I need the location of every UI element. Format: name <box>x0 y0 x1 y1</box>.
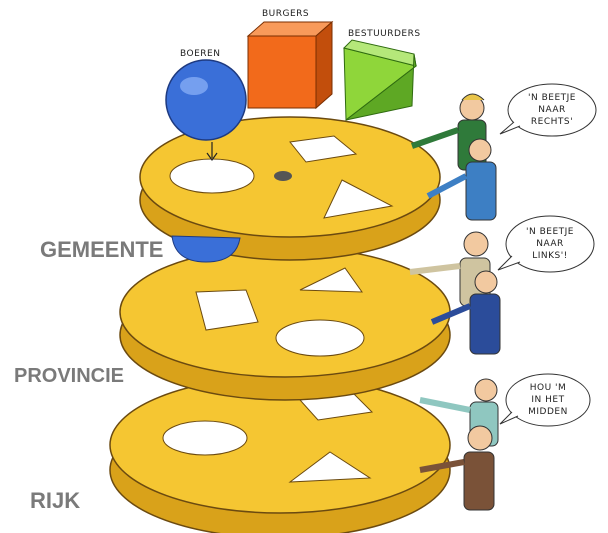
svg-text:NAAR: NAAR <box>536 239 564 249</box>
speech-middle-line2: NAAR <box>536 239 564 249</box>
ball-label: BOEREN <box>180 49 220 59</box>
bottom-round-hole <box>162 420 248 456</box>
person-bottom-2 <box>419 425 495 511</box>
svg-text:LINKS'!: LINKS'! <box>532 251 568 261</box>
disc-middle <box>119 246 451 401</box>
speech-bubble-bottom: HOU 'M IN HET MIDDEN <box>499 373 591 427</box>
top-square-hole <box>289 135 358 163</box>
person-top-2 <box>426 138 497 221</box>
speech-top-line2: NAAR <box>538 105 566 115</box>
svg-text:HOU 'M: HOU 'M <box>530 383 567 393</box>
svg-text:IN HET: IN HET <box>531 395 564 405</box>
person-middle-2 <box>430 270 501 355</box>
cube-label: BURGERS <box>262 9 309 19</box>
disc-bottom <box>109 376 451 533</box>
orange-cube <box>246 20 334 110</box>
middle-triangle-hole <box>299 267 363 293</box>
level-label-provincie: PROVINCIE <box>14 365 124 387</box>
speech-middle-line3: LINKS'! <box>532 251 568 261</box>
svg-text:NAAR: NAAR <box>538 105 566 115</box>
speech-bottom-line2: IN HET <box>531 395 564 405</box>
bottom-triangle-hole <box>288 451 372 483</box>
top-triangle-hole <box>323 179 394 219</box>
blue-ball <box>165 59 247 162</box>
level-label-rijk: RIJK <box>30 488 80 513</box>
speech-top-line1: 'N BEETJE <box>528 93 576 103</box>
prism-label: BESTUURDERS <box>348 29 421 39</box>
svg-text:MIDDEN: MIDDEN <box>528 407 568 417</box>
middle-round-hole <box>275 319 365 357</box>
top-round-hole <box>169 158 255 194</box>
svg-text:'N BEETJE: 'N BEETJE <box>528 93 576 103</box>
level-label-gemeente: GEMEENTE <box>40 237 163 262</box>
svg-text:'N BEETJE: 'N BEETJE <box>526 227 574 237</box>
blue-ball-below <box>171 235 241 263</box>
speech-top-line3: RECHTS' <box>531 117 573 127</box>
speech-bubble-middle: 'N BEETJE NAAR LINKS'! <box>497 215 595 273</box>
speech-middle-line1: 'N BEETJE <box>526 227 574 237</box>
middle-square-hole <box>195 289 259 331</box>
speech-bottom-line1: HOU 'M <box>530 383 567 393</box>
speech-bubble-top: 'N BEETJE NAAR RECHTS' <box>499 83 597 137</box>
top-center-knob <box>274 171 292 181</box>
speech-bottom-line3: MIDDEN <box>528 407 568 417</box>
disc-top <box>139 116 441 261</box>
green-prism <box>343 39 418 121</box>
svg-text:RECHTS': RECHTS' <box>531 117 573 127</box>
